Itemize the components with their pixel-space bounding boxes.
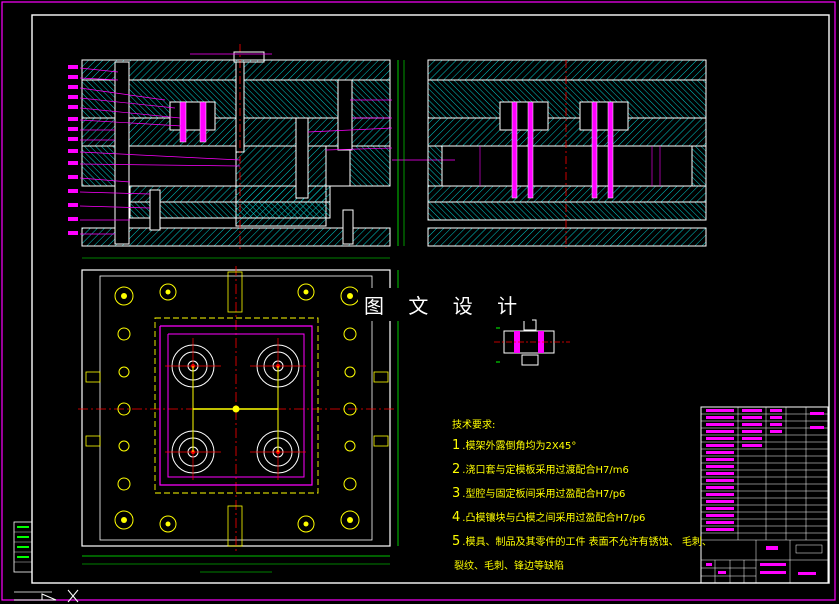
ucs-axis-icon (14, 589, 79, 603)
revision-block (13, 521, 33, 573)
title-block (700, 406, 829, 584)
note-text: 裂纹、毛刺、锋边等缺陷 (454, 561, 564, 572)
watermark-text: 图 文 设 计 (358, 288, 533, 321)
note-item-3: 3.型腔与固定板间采用过盈配合H7/p6 (452, 485, 712, 501)
note-item-5-cont: 裂纹、毛刺、锋边等缺陷 (452, 557, 712, 573)
front-section-view (68, 44, 455, 259)
note-text: .凸模镶块与凸模之间采用过盈配合H7/p6 (462, 513, 646, 524)
notes-heading: 技术要求: (452, 420, 496, 431)
note-item-1: 1.模架外露倒角均为2X45° (452, 437, 712, 453)
note-text: .模具、制品及其零件的工件 表面不允许有锈蚀、 毛刺、 (462, 537, 712, 548)
side-section-view (427, 59, 707, 248)
note-text: .模架外露倒角均为2X45° (462, 441, 577, 452)
note-number: 5 (452, 534, 461, 549)
note-number: 3 (452, 486, 461, 501)
plan-view (78, 266, 399, 573)
note-item-2: 2.浇口套与定模板采用过渡配合H7/m6 (452, 461, 712, 477)
note-number: 4 (452, 510, 461, 525)
note-item-5: 5.模具、制品及其零件的工件 表面不允许有锈蚀、 毛刺、 (452, 533, 712, 549)
note-item-4: 4.凸模镶块与凸模之间采用过盈配合H7/p6 (452, 509, 712, 525)
technical-requirements: 技术要求: 1.模架外露倒角均为2X45° 2.浇口套与定模板采用过渡配合H7/… (452, 416, 712, 581)
note-number: 2 (452, 462, 461, 477)
note-text: .浇口套与定模板采用过渡配合H7/m6 (462, 465, 629, 476)
inner-frame (31, 14, 830, 584)
detail-part-view (494, 319, 570, 366)
note-number: 1 (452, 438, 461, 453)
note-text: .型腔与固定板间采用过盈配合H7/p6 (462, 489, 626, 500)
